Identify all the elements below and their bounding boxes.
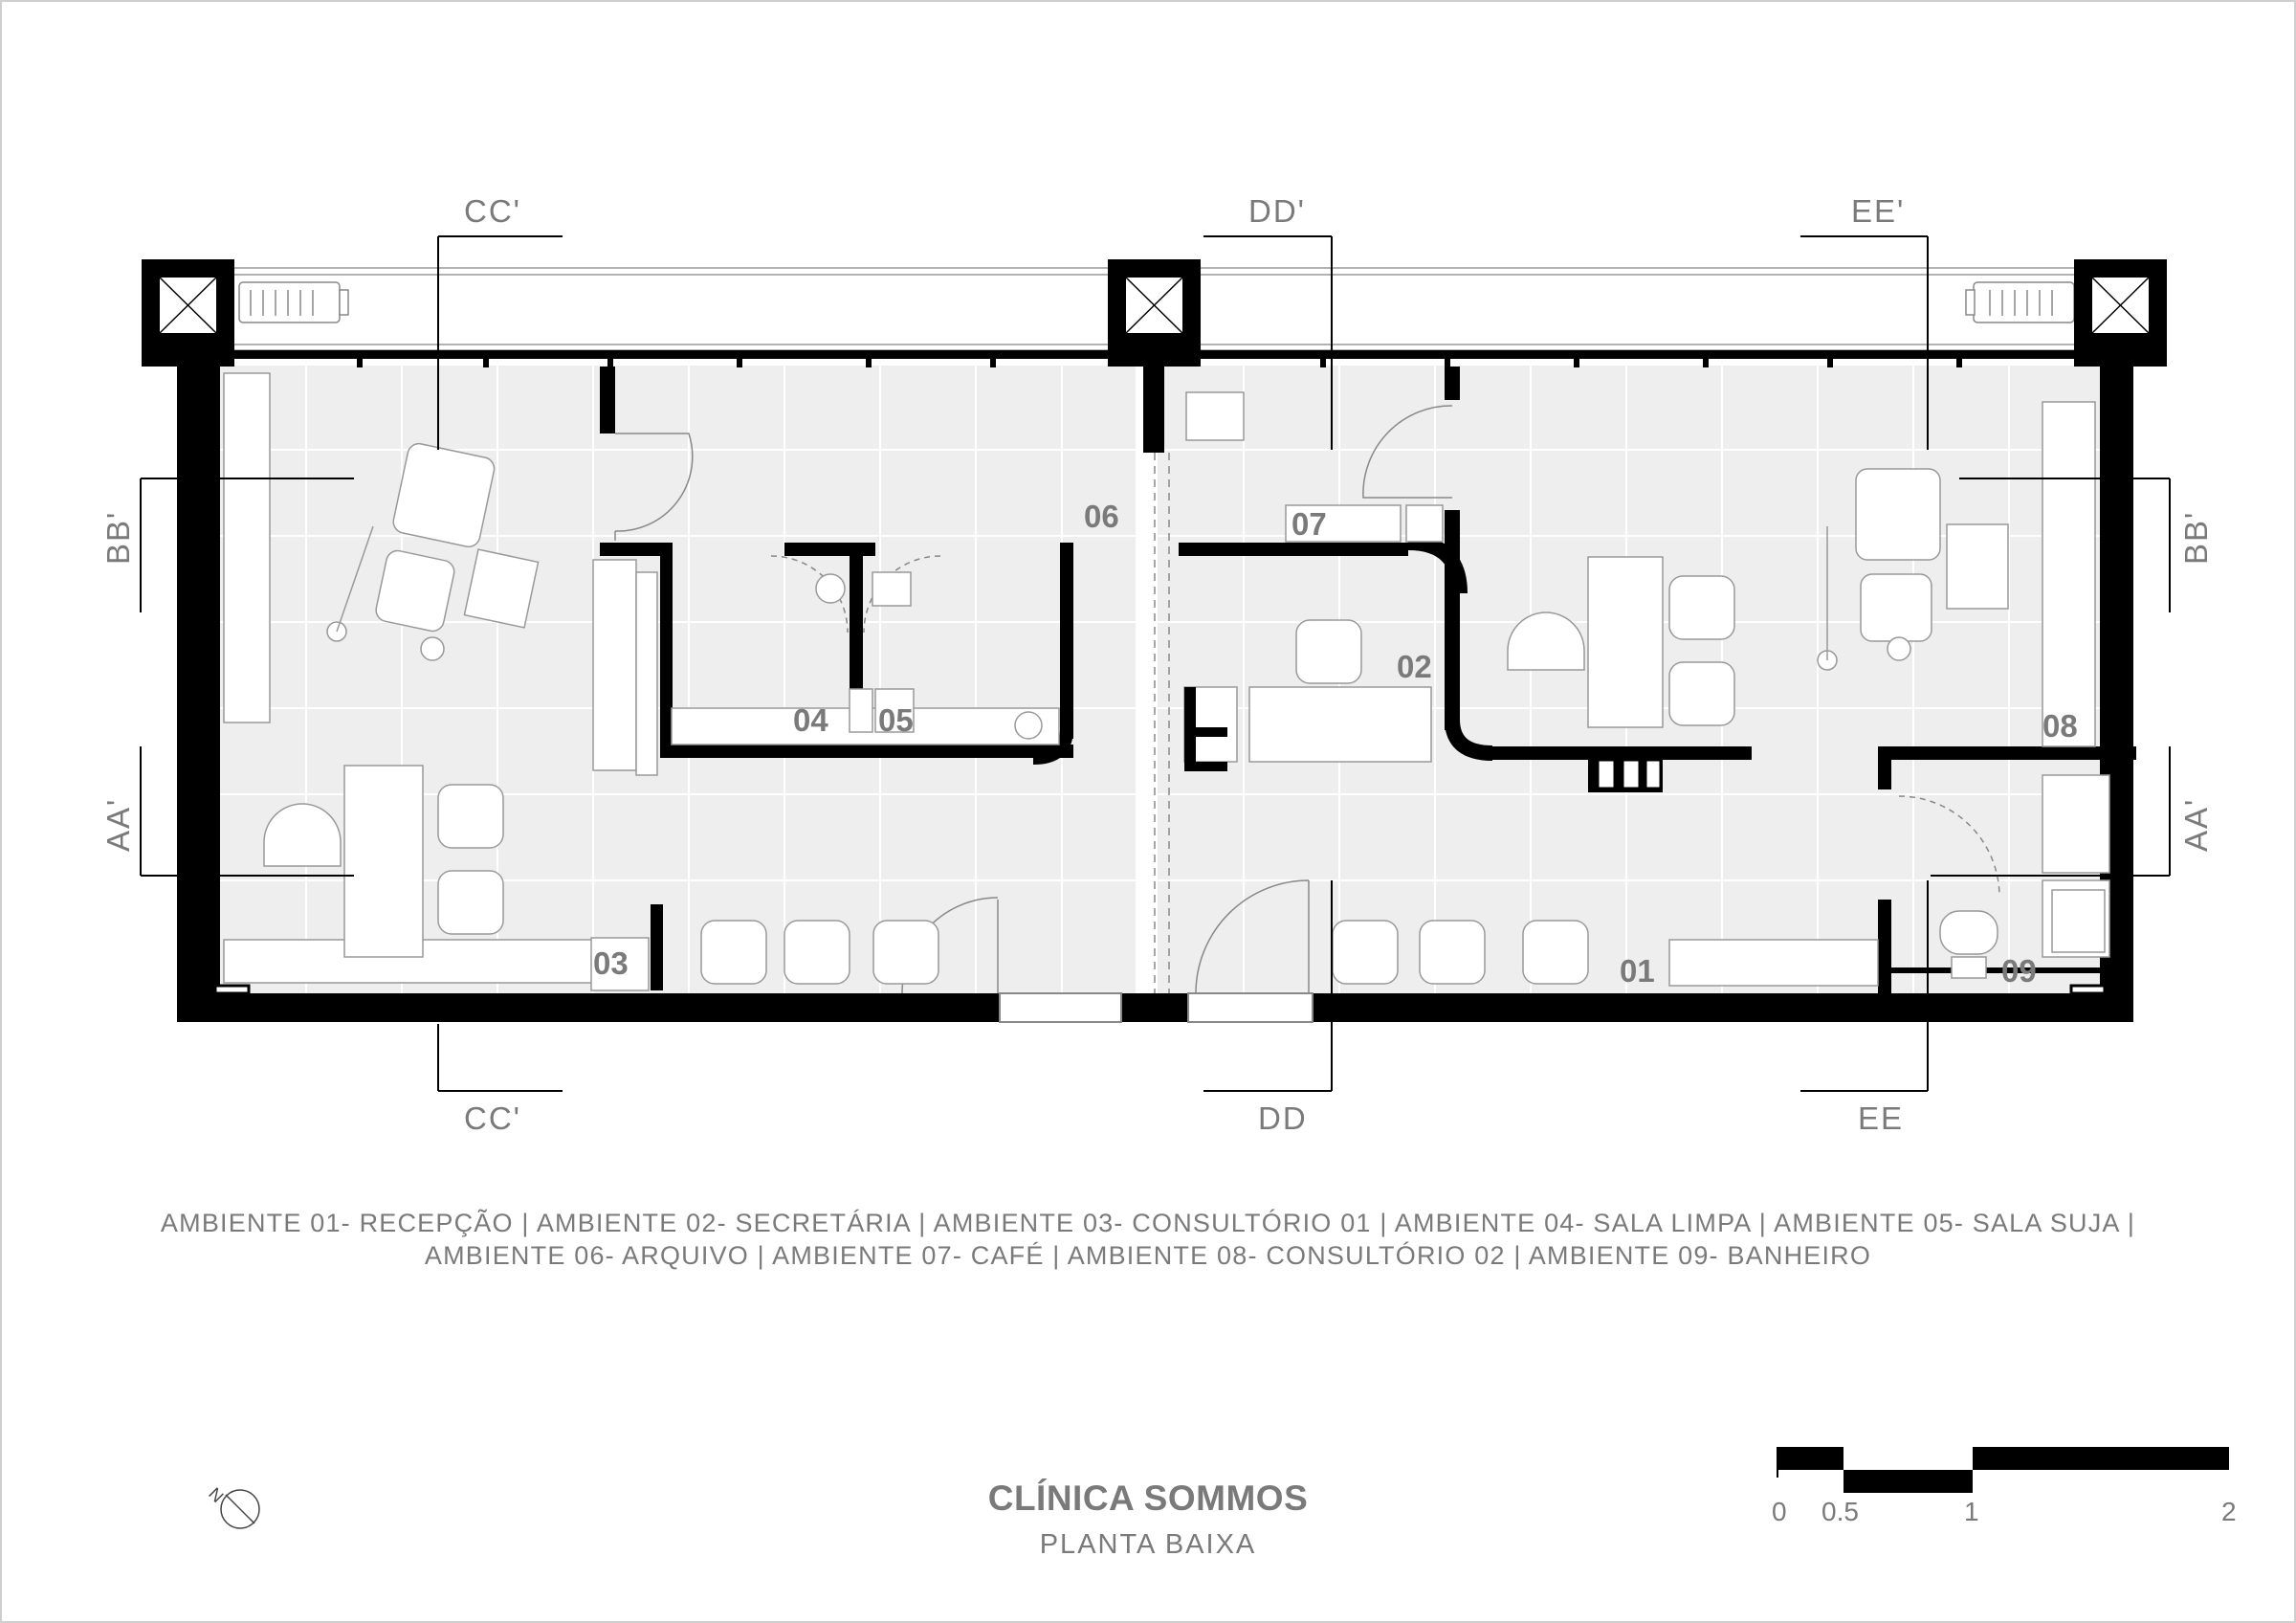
pillar <box>1108 259 1201 367</box>
curved-wall-left <box>1407 535 1468 594</box>
floor-tile-grid <box>220 366 2100 993</box>
toilet <box>1939 910 1998 979</box>
room-number-06: 06 <box>1084 499 1119 534</box>
section-label-cc-top: CC' <box>464 193 521 229</box>
scale-tick-1: 1 <box>1964 1497 1979 1526</box>
section-label-bb-left: BB' <box>100 511 136 565</box>
drawing-title: CLÍNICA SOMMOS <box>987 1478 1309 1518</box>
room-number-05: 05 <box>878 702 914 738</box>
office-chair <box>263 611 1585 867</box>
exterior-wall <box>177 367 2133 1022</box>
room-number-02: 02 <box>1397 649 1432 684</box>
scale-bar <box>1777 1447 2229 1493</box>
room-number-07: 07 <box>1292 506 1327 542</box>
room-number-09: 09 <box>2001 953 2037 989</box>
section-label-dd-bottom: DD <box>1258 1101 1308 1136</box>
dental-chair-right <box>1817 468 2009 671</box>
legend-line-2: AMBIENTE 06- ARQUIVO | AMBIENTE 07- CAFÉ… <box>424 1241 1872 1270</box>
sterilization-equipment <box>815 571 1043 740</box>
north-arrow: N <box>205 1484 260 1529</box>
pillar <box>2074 259 2167 367</box>
section-label-cc-bottom: CC' <box>464 1101 521 1136</box>
section-label-ee-bottom: EE <box>1858 1101 1904 1136</box>
ac-unit-right <box>1965 281 2075 323</box>
room-number-08: 08 <box>2042 708 2078 744</box>
section-label-dd-top: DD' <box>1248 193 1306 229</box>
dental-chair-left <box>326 442 540 661</box>
scale-tick-half: 0.5 <box>1821 1497 1859 1526</box>
desk-drawers <box>1599 761 1660 788</box>
floor-drain <box>213 984 2107 995</box>
section-label-bb-right: BB' <box>2178 511 2214 565</box>
room-number-04: 04 <box>793 702 828 738</box>
archive-partition <box>1154 453 1170 993</box>
scale-tick-0: 0 <box>1772 1497 1787 1526</box>
legend-line-1: AMBIENTE 01- RECEPÇÃO | AMBIENTE 02- SEC… <box>160 1209 2136 1237</box>
room-number-03: 03 <box>593 945 629 981</box>
curved-wall-bottom <box>1445 719 1493 761</box>
entrance-door-frame <box>999 992 1314 1023</box>
section-label-aa-right: AA' <box>2178 798 2214 852</box>
furniture <box>223 372 2110 991</box>
sink <box>2051 889 2106 953</box>
waiting-chair <box>437 575 1735 985</box>
top-glazing <box>234 350 2074 367</box>
ac-unit-left <box>238 281 349 323</box>
drawing-subtitle: PLANTA BAIXA <box>1039 1529 1257 1560</box>
curved-wall-room04 <box>1032 728 1073 765</box>
section-lines <box>140 235 2171 1092</box>
scale-tick-2: 2 <box>2221 1497 2237 1526</box>
pillar <box>142 259 234 367</box>
section-label-aa-left: AA' <box>100 798 136 852</box>
room-number-01: 01 <box>1620 953 1655 989</box>
section-label-ee-top: EE' <box>1851 193 1905 229</box>
